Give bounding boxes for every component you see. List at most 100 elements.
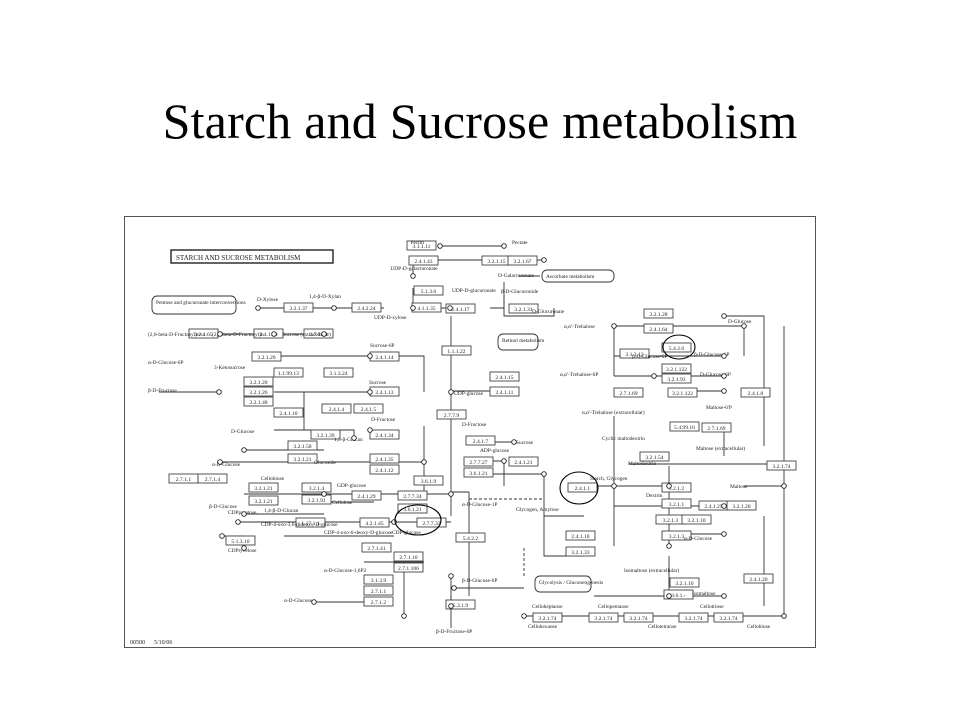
enzyme-label: 3.2.1.91 xyxy=(307,498,325,504)
compound-label: β-D-Glucose-6P xyxy=(632,354,667,360)
compound-node xyxy=(781,613,787,619)
enzyme-box: 2.4.1.17 xyxy=(445,303,476,314)
pathway-link-box xyxy=(541,269,615,283)
enzyme-label: 2.7.1.1 xyxy=(371,589,387,595)
compound-label: β-D-Glucose xyxy=(209,504,237,510)
enzyme-box-frame xyxy=(225,535,256,546)
highlight-circle-starch-synthase xyxy=(559,471,599,505)
enzyme-box-frame xyxy=(393,551,424,562)
compound-node xyxy=(448,491,454,497)
compound-label: 1,3-β-Glucan xyxy=(334,437,363,443)
compound-node xyxy=(241,511,247,517)
compound-node xyxy=(271,331,277,337)
compound-label: Glycogen, Amylose xyxy=(516,507,559,513)
enzyme-box: 3.2.1.20 xyxy=(726,500,757,511)
enzyme-box-frame xyxy=(243,376,274,387)
compound-label: GDP-glucose xyxy=(337,483,367,489)
enzyme-label: 3.1.1.11 xyxy=(413,244,431,250)
compound-node xyxy=(451,585,457,591)
enzyme-box-frame xyxy=(661,363,692,374)
compound-label: Maltose-6'P xyxy=(706,405,732,411)
compound-node xyxy=(241,447,247,453)
enzyme-box: 2.7.1.106 xyxy=(393,562,424,573)
enzyme-box-frame xyxy=(643,308,674,319)
enzyme-box-frame xyxy=(619,348,650,359)
enzyme-box: 3.2.1.1 xyxy=(661,498,692,509)
enzyme-label: 5.1.3.6 xyxy=(421,289,437,295)
enzyme-label: 3.2.1.67 xyxy=(513,259,531,265)
compound-node xyxy=(367,353,373,359)
enzyme-label: 3.2.1.122 xyxy=(666,367,687,373)
enzyme-label: 3.2.1.20 xyxy=(249,380,267,386)
enzyme-box: 5.4.2.2 xyxy=(455,532,486,543)
enzyme-box-frame xyxy=(363,585,394,596)
compound-label: Pentose and glucuronate interconversions xyxy=(156,300,246,306)
compound-node xyxy=(521,613,527,619)
enzyme-label: 3.2.1.21 xyxy=(254,499,272,505)
enzyme-label: 3.6.1.9 xyxy=(421,479,437,485)
compound-label: Sucrose xyxy=(516,440,534,446)
compound-node xyxy=(611,323,617,329)
enzyme-box: 5.3.1.9 xyxy=(445,599,476,610)
enzyme-box: 2.4.2.24 xyxy=(351,302,382,313)
enzyme-box: 2.4.1.5 xyxy=(353,403,384,414)
compound-node xyxy=(721,531,727,537)
compound-node xyxy=(721,353,727,359)
enzyme-label: 4.2.1.45 xyxy=(365,521,383,527)
compound-node xyxy=(651,373,657,379)
enzyme-label: 3.2.1.65 xyxy=(194,332,212,338)
enzyme-label: 3.2.1.74 xyxy=(538,616,556,622)
highlight-circle-trehalose xyxy=(662,334,696,360)
enzyme-box: 2.4.1.8 xyxy=(740,387,771,398)
compound-node xyxy=(741,323,747,329)
enzyme-box-frame xyxy=(363,574,394,585)
enzyme-box: 2.7.1.69 xyxy=(613,387,644,398)
enzyme-box: 1.17.1.1 xyxy=(295,517,326,528)
enzyme-box: 3.2.1.4 xyxy=(301,482,332,493)
compound-label: α-D-Glucose-1P xyxy=(462,502,497,508)
enzyme-box-frame xyxy=(661,373,692,384)
enzyme-box-frame xyxy=(369,429,400,440)
compound-label: Cellobiose xyxy=(261,476,285,482)
enzyme-box-frame xyxy=(413,475,444,486)
compound-label: α-D-Glucose-6P xyxy=(148,360,183,366)
enzyme-label: 3.2.1.21 xyxy=(254,486,272,492)
compound-label: ADP-glucose xyxy=(480,448,510,454)
enzyme-box-frame xyxy=(248,495,279,506)
enzyme-label: 5.3.1.9 xyxy=(453,603,469,609)
compound-node xyxy=(217,331,223,337)
enzyme-box-frame xyxy=(295,517,326,528)
enzyme-label: 2.4.1.25 xyxy=(704,504,722,510)
enzyme-box-frame xyxy=(363,596,394,607)
enzyme-box-frame xyxy=(669,421,700,432)
enzyme-box: 2.4.1.4 xyxy=(321,403,352,414)
enzyme-box-frame xyxy=(613,387,644,398)
enzyme-box-frame xyxy=(663,589,694,600)
enzyme-box-frame xyxy=(766,460,797,471)
enzyme-label: 3.6.1.21 xyxy=(469,471,487,477)
enzyme-label: 3.2.1.48 xyxy=(249,400,267,406)
enzyme-label: 5.1.3.10 xyxy=(231,539,249,545)
enzyme-label: 2.4.1.29 xyxy=(357,494,375,500)
enzyme-box: 3.2.1.33 xyxy=(565,546,596,557)
compound-node xyxy=(721,373,727,379)
enzyme-box: 2.4.1.12 xyxy=(369,464,400,475)
compound-label: α,α'-Trehalose-6P xyxy=(560,372,598,378)
enzyme-box-frame xyxy=(251,351,282,362)
enzyme-label: 3.6.1.- xyxy=(671,593,686,599)
enzyme-box: 3.2.1.2 xyxy=(661,482,692,493)
enzyme-label: 2.7.1.69 xyxy=(619,391,637,397)
enzyme-box-frame xyxy=(507,255,538,266)
enzyme-label: 1.1.1.22 xyxy=(447,349,465,355)
enzyme-box: 3.2.1.93 xyxy=(661,373,692,384)
enzyme-label: 2.7.1.4 xyxy=(205,477,221,483)
enzyme-box: 1.1.1.22 xyxy=(441,345,472,356)
enzyme-label: 3.2.1.3 xyxy=(669,534,685,540)
enzyme-box: 2.4.1.21 xyxy=(508,456,539,467)
enzyme-box-frame xyxy=(369,453,400,464)
enzyme-box: 2.7.1.2 xyxy=(363,596,394,607)
enzyme-label: 3.2.1.33 xyxy=(571,550,589,556)
enzyme-box-frame xyxy=(243,386,274,397)
compound-node xyxy=(666,483,672,489)
compound-label: Cellobiose xyxy=(747,624,771,630)
